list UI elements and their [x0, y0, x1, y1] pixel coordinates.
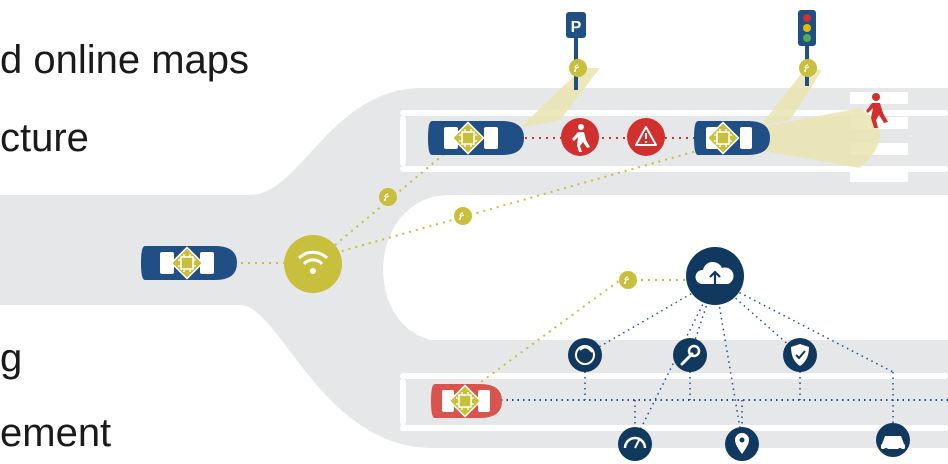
svg-text:P: P: [571, 19, 582, 36]
car-upper-right: [694, 121, 770, 155]
pedestrian-icon: [561, 118, 599, 156]
car-upper-left: [428, 121, 524, 155]
car-left: [141, 246, 237, 280]
relay-wifi-icon: [619, 271, 637, 289]
driver-assist-icon: [568, 338, 602, 372]
car-sharing-icon: [876, 423, 910, 457]
wifi-icon: [284, 235, 342, 293]
relay-wifi-icon: [454, 207, 472, 225]
location-pin-icon: [725, 427, 759, 461]
warning-triangle-icon: [627, 118, 665, 156]
car-lower-red: [431, 384, 502, 418]
cloud-upload-icon: [686, 247, 744, 305]
wrench-icon: [673, 338, 707, 372]
shield-check-icon: [783, 338, 817, 372]
relay-wifi-icon: [379, 188, 397, 206]
gauge-icon: [618, 427, 652, 461]
